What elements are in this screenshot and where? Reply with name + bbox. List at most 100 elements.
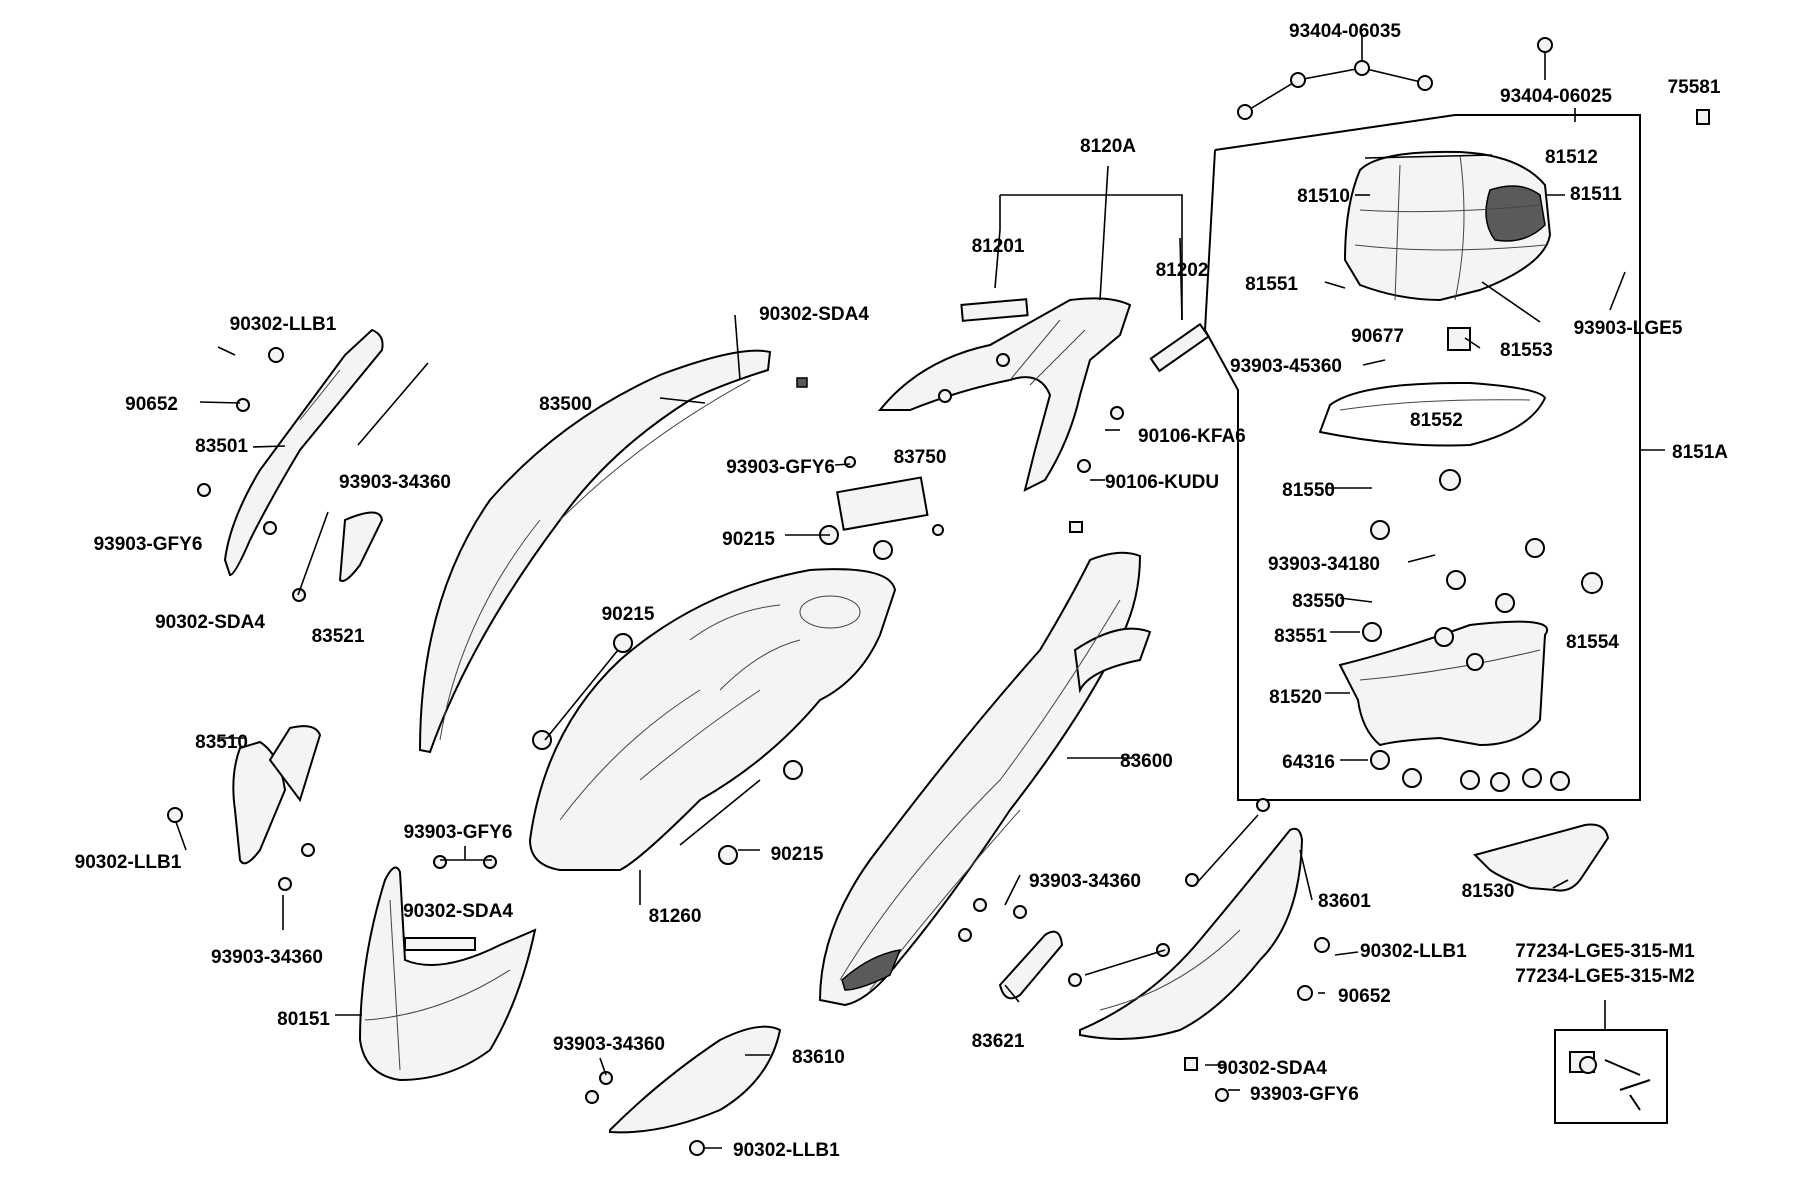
label-93903-GFY6-a: 93903-GFY6 — [726, 457, 835, 478]
label-90302-SDA4-c: 90302-SDA4 — [403, 901, 513, 922]
label-90302-SDA4-b: 90302-SDA4 — [155, 612, 265, 633]
label-93903-34360-b: 93903-34360 — [1029, 871, 1141, 892]
rubber-81554 — [1581, 572, 1603, 594]
rear-side-cover-83500 — [418, 349, 808, 754]
label-83501: 83501 — [195, 436, 248, 457]
label-93903-GFY6-d: 93903-GFY6 — [1250, 1084, 1359, 1105]
grommet-a — [1446, 570, 1466, 590]
nut-64316-a — [1370, 750, 1390, 770]
label-90677: 90677 — [1351, 326, 1404, 347]
grommet-f — [1370, 520, 1390, 540]
nut-64316-c — [1460, 770, 1480, 790]
bracket-81530 — [1473, 823, 1610, 892]
label-93404-06025: 93404-06025 — [1500, 86, 1612, 107]
label-83510: 83510 — [195, 732, 248, 753]
label-8151A: 8151A — [1672, 442, 1728, 463]
label-93903-GFY6-b: 93903-GFY6 — [94, 534, 203, 555]
label-93903-34360-c: 93903-34360 — [211, 947, 323, 968]
label-81554: 81554 — [1566, 632, 1619, 653]
label-93903-34180: 93903-34180 — [1268, 554, 1380, 575]
grommet-d — [1434, 627, 1454, 647]
clip-75581 — [1696, 109, 1710, 125]
label-83550: 83550 — [1292, 591, 1345, 612]
cover-83601 — [1079, 827, 1304, 1040]
label-90302-LLB1-d: 90302-LLB1 — [733, 1140, 840, 1161]
label-90302-SDA4-a: 90302-SDA4 — [759, 304, 869, 325]
nut-64316-b — [1402, 768, 1422, 788]
bolt-90106-KUDU — [1077, 459, 1091, 473]
label-81552: 81552 — [1410, 410, 1463, 431]
pad-81201 — [960, 298, 1029, 322]
latch-81553 — [1447, 327, 1471, 351]
label-64316: 64316 — [1282, 752, 1335, 773]
left-side-parts — [167, 328, 429, 891]
label-80151: 80151 — [277, 1009, 330, 1030]
label-81202: 81202 — [1156, 260, 1209, 281]
label-90215-a: 90215 — [722, 529, 775, 550]
rear-lower-parts — [358, 846, 782, 1156]
side-cover-83600 — [818, 521, 1152, 1007]
label-90106-KFA6: 90106-KFA6 — [1138, 426, 1246, 447]
leader-lines — [175, 108, 1665, 1149]
rear-carrier-8120A — [877, 165, 1210, 492]
label-90106-KUDU: 90106-KUDU — [1105, 472, 1219, 493]
bracket-83621 — [998, 930, 1064, 1000]
label-75581: 75581 — [1668, 77, 1721, 98]
label-93903-34360-a: 93903-34360 — [339, 472, 451, 493]
label-93404-06035: 93404-06035 — [1289, 21, 1401, 42]
right-lower-parts — [958, 798, 1330, 1102]
bracket-83521 — [338, 511, 384, 582]
pad-81202 — [1149, 322, 1210, 373]
label-83500: 83500 — [539, 394, 592, 415]
label-77234-M1: 77234-LGE5-315-M1 — [1515, 941, 1695, 962]
label-83621: 83621 — [972, 1031, 1025, 1052]
top-case-lid-cover-81511 — [1485, 185, 1546, 242]
nut-64316-d — [1490, 772, 1510, 792]
label-90302-LLB1-a: 90302-LLB1 — [230, 314, 337, 335]
cover-83750 — [835, 476, 929, 531]
top-case-frame — [1203, 114, 1641, 801]
lock-set-77234 — [1554, 1000, 1668, 1124]
lock-set-box — [1554, 1029, 1668, 1124]
label-81260: 81260 — [649, 906, 702, 927]
label-8120A: 8120A — [1080, 136, 1136, 157]
label-81512: 81512 — [1545, 147, 1598, 168]
grommet-83551 — [1362, 622, 1382, 642]
nut-64316-e — [1522, 768, 1542, 788]
label-77234-M2: 77234-LGE5-315-M2 — [1515, 966, 1695, 987]
label-90652-b: 90652 — [1338, 986, 1391, 1007]
label-93903-GFY6-c: 93903-GFY6 — [404, 822, 513, 843]
label-90652-a: 90652 — [125, 394, 178, 415]
cover-83610 — [609, 1025, 782, 1134]
label-90302-SDA4-d: 90302-SDA4 — [1217, 1058, 1327, 1079]
label-81201: 81201 — [972, 236, 1025, 257]
grommet-c — [1525, 538, 1545, 558]
label-83521: 83521 — [312, 626, 365, 647]
label-90215-c: 90215 — [771, 844, 824, 865]
rail-83501 — [223, 328, 384, 577]
grommet-b — [1495, 593, 1515, 613]
grommet-e — [1466, 653, 1484, 671]
seal-81552 — [1319, 381, 1546, 447]
screw-group-93404 — [1237, 36, 1710, 125]
label-81550: 81550 — [1282, 480, 1335, 501]
label-83600: 83600 — [1120, 751, 1173, 772]
seat-pan-81260 — [528, 456, 944, 871]
label-81553: 81553 — [1500, 340, 1553, 361]
rubber-81550 — [1439, 469, 1461, 491]
label-81530: 81530 — [1462, 881, 1515, 902]
cover-80151 — [358, 866, 537, 1082]
part-labels: 93404-06035 93404-06025 75581 8120A 8151… — [75, 21, 1729, 1161]
label-83551: 83551 — [1274, 626, 1327, 647]
label-90302-LLB1-b: 90302-LLB1 — [75, 852, 182, 873]
label-93903-LGE5: 93903-LGE5 — [1574, 318, 1683, 339]
label-83610: 83610 — [792, 1047, 845, 1068]
label-81520: 81520 — [1269, 687, 1322, 708]
top-case-assembly — [1203, 114, 1641, 801]
label-90215-b: 90215 — [602, 604, 655, 625]
label-90302-LLB1-c: 90302-LLB1 — [1360, 941, 1467, 962]
label-83601: 83601 — [1318, 891, 1371, 912]
label-81511: 81511 — [1570, 184, 1622, 205]
label-81551: 81551 — [1245, 274, 1298, 295]
